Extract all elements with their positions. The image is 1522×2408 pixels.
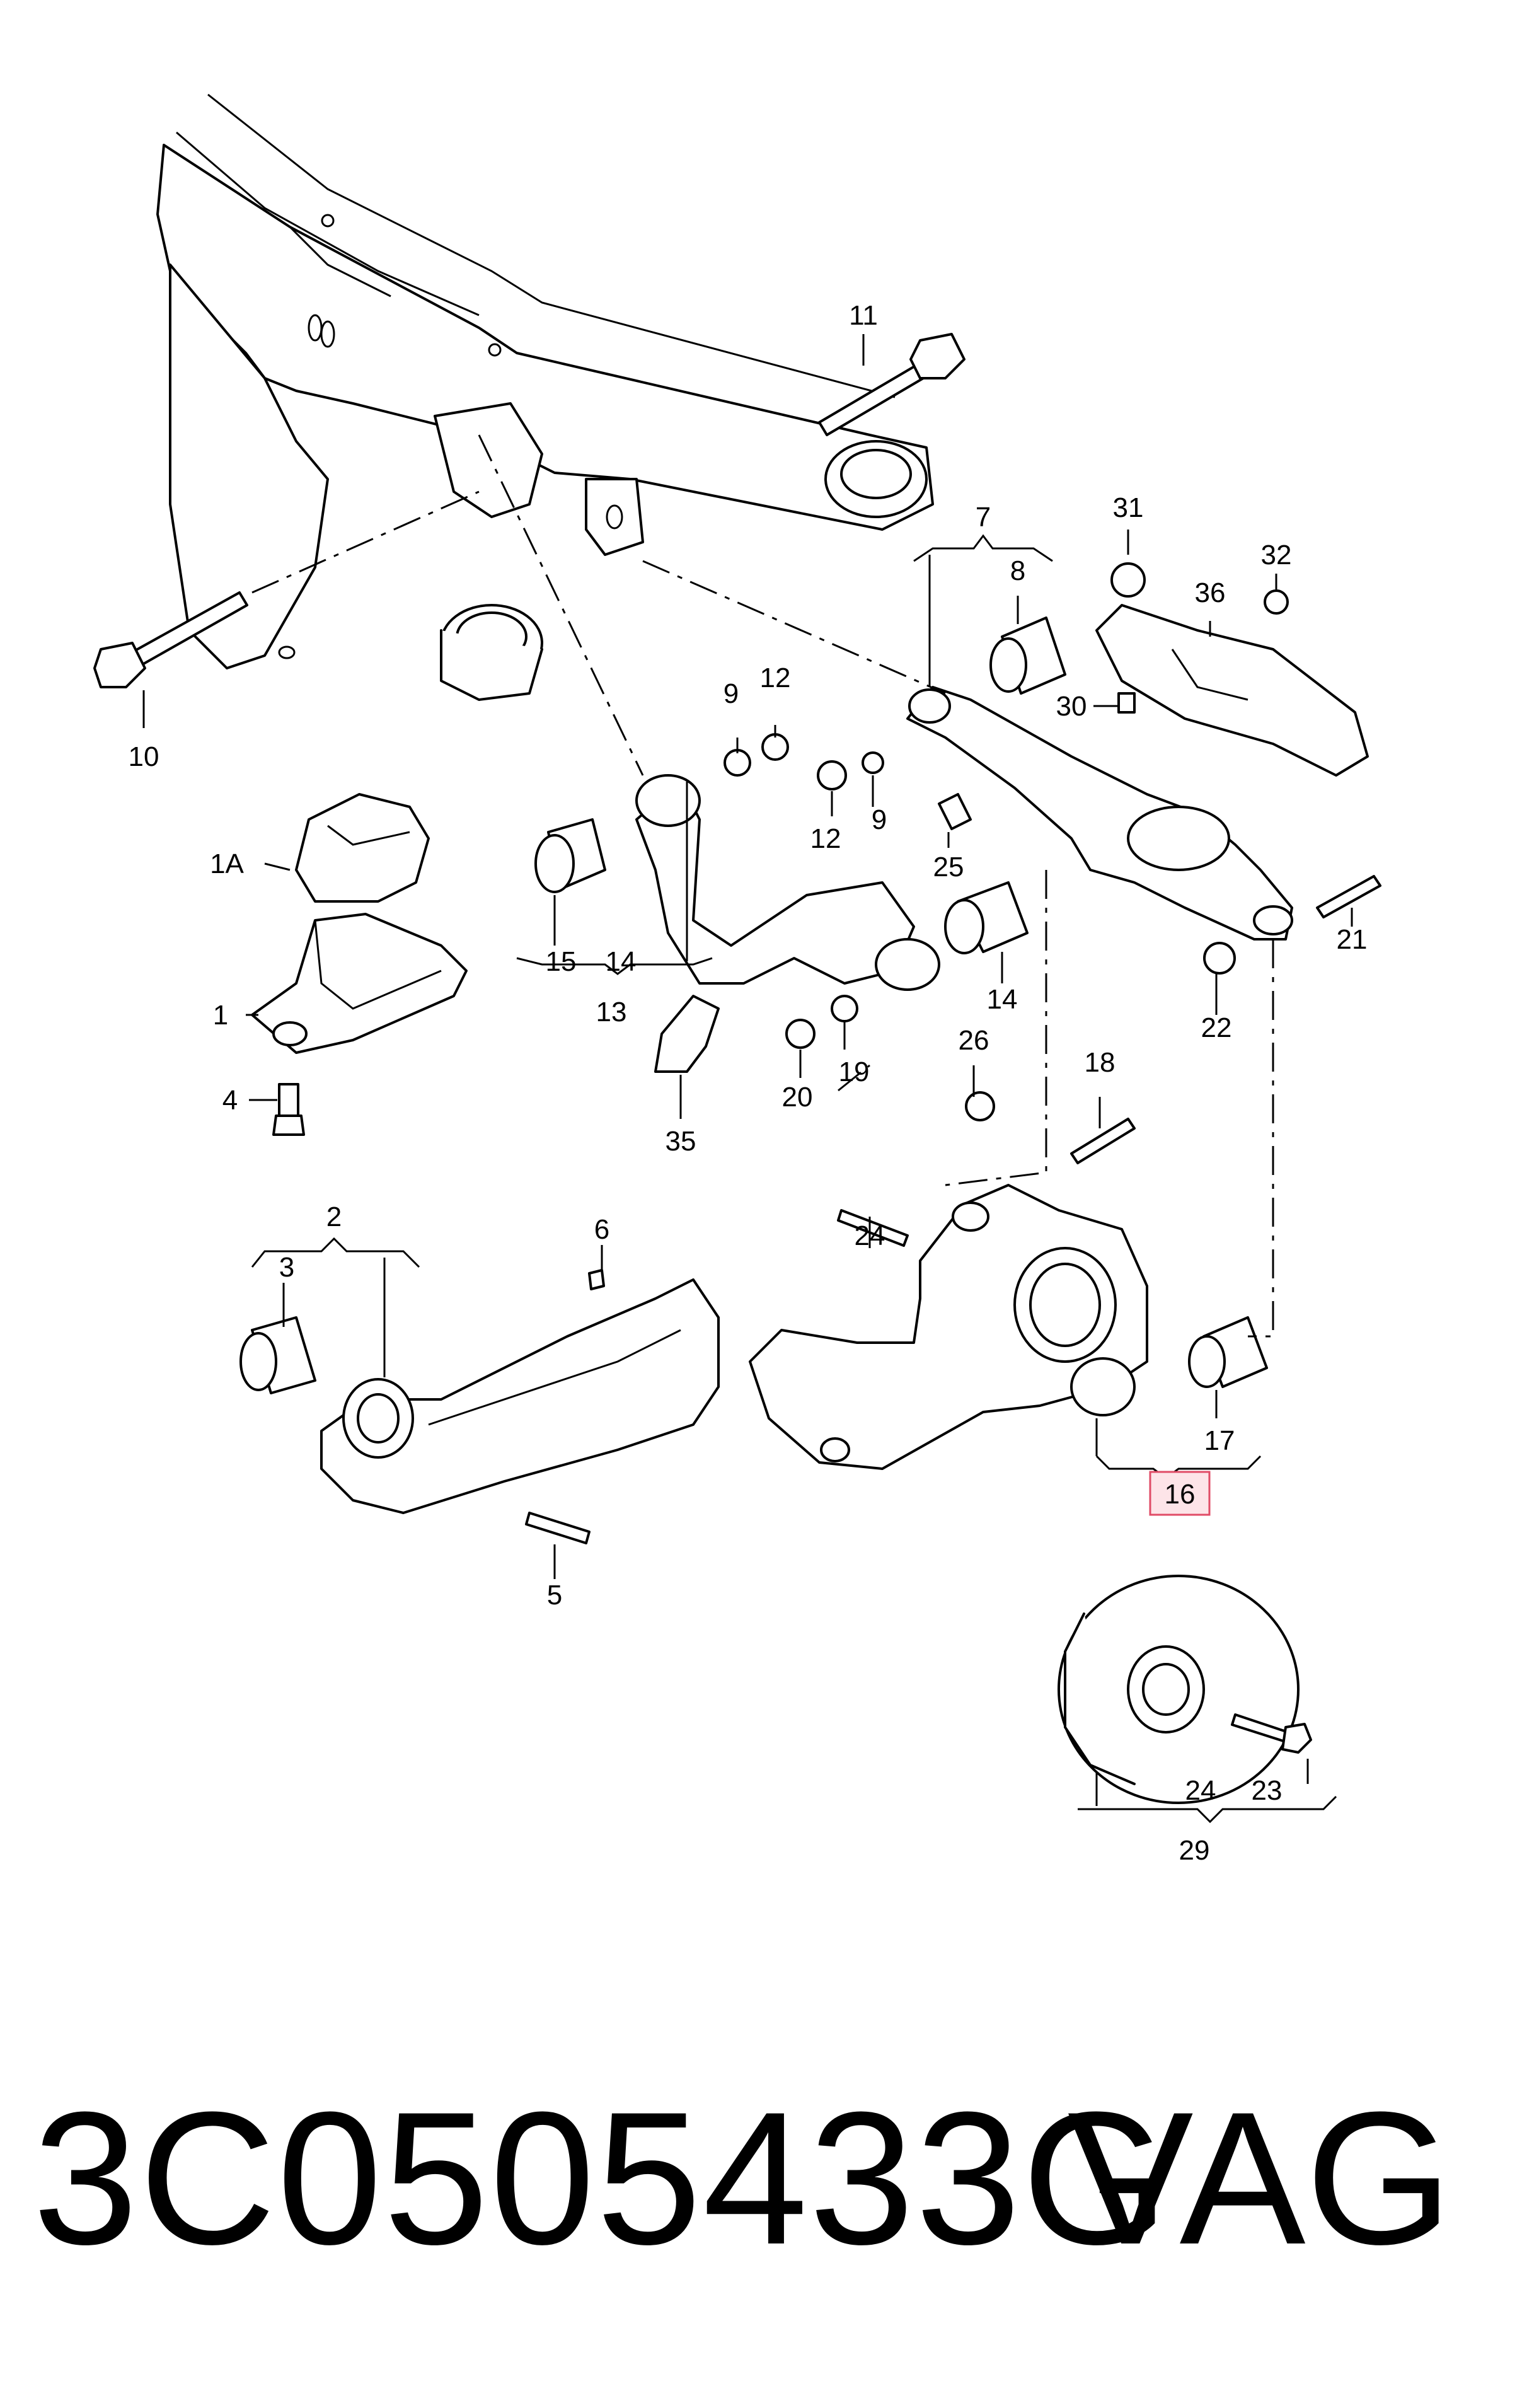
lower-arm-7	[906, 686, 1293, 941]
callout-9b: 9	[872, 804, 887, 835]
footer: 3C0505433G VAG	[0, 2074, 1522, 2282]
bushing-17	[1188, 1316, 1268, 1388]
trailing-arm-2	[239, 1269, 720, 1544]
callout-25: 25	[933, 852, 964, 883]
callout-22: 22	[1201, 1012, 1232, 1043]
callout-24b: 24	[1185, 1775, 1216, 1806]
upper-arm-13	[635, 774, 940, 991]
callout-29: 29	[1179, 1835, 1210, 1866]
callout-10: 10	[129, 741, 159, 772]
leader-lines	[142, 334, 1353, 1824]
buffer-1A	[295, 793, 430, 903]
callout-15: 15	[546, 946, 577, 977]
callout-6: 6	[594, 1214, 609, 1245]
callout-20: 20	[782, 1082, 813, 1113]
callout-8: 8	[1010, 555, 1025, 586]
part-number: 3C0505433G	[33, 2072, 1170, 2284]
callout-labels: 10 11 7 8 31 32 36 30 21 22 9 12 12 9 25…	[129, 300, 1368, 1866]
callout-36: 36	[1195, 577, 1226, 608]
callout-13: 13	[596, 997, 627, 1027]
knuckle-16	[749, 1184, 1148, 1470]
callout-2: 2	[326, 1201, 342, 1232]
subframe	[156, 93, 934, 701]
callout-19: 19	[839, 1056, 870, 1087]
assembly-lines	[251, 434, 1274, 1338]
callout-14b: 14	[987, 984, 1018, 1015]
callout-9a: 9	[724, 678, 739, 709]
bracket-36	[1095, 562, 1369, 777]
callout-18: 18	[1085, 1047, 1116, 1078]
callout-16-highlight	[1149, 1471, 1211, 1516]
bolt-10	[93, 591, 248, 688]
callout-1A: 1A	[210, 848, 244, 879]
callout-14a: 14	[606, 946, 637, 977]
callout-23: 23	[1252, 1775, 1283, 1806]
callout-12a: 12	[760, 663, 791, 693]
callout-1: 1	[213, 1000, 228, 1031]
callout-5: 5	[547, 1580, 562, 1611]
bushing-8	[989, 616, 1066, 695]
callout-30: 30	[1056, 691, 1087, 722]
brand-label: VAG	[1067, 2072, 1453, 2284]
bushing-15	[534, 818, 606, 893]
callout-12b: 12	[810, 823, 841, 854]
callout-7: 7	[976, 502, 991, 533]
suspension-exploded-diagram: 10 11 7 8 31 32 36 30 21 22 9 12 12 9 25…	[93, 93, 1381, 1866]
bolt-11	[818, 333, 966, 436]
mount-1	[251, 913, 468, 1136]
callout-16: 16	[1165, 1479, 1196, 1510]
wheel-hub-29	[1058, 1575, 1312, 1804]
bushing-14	[944, 881, 1029, 954]
callout-17: 17	[1204, 1425, 1235, 1456]
clip-35	[654, 995, 720, 1073]
callout-3: 3	[279, 1252, 294, 1283]
callout-32: 32	[1261, 540, 1292, 570]
callout-21: 21	[1337, 924, 1368, 955]
callout-26: 26	[959, 1025, 989, 1056]
callout-11: 11	[849, 300, 878, 331]
callout-31: 31	[1113, 492, 1144, 523]
callout-4: 4	[222, 1085, 238, 1116]
callout-35: 35	[666, 1126, 696, 1157]
callout-24a: 24	[855, 1220, 885, 1251]
